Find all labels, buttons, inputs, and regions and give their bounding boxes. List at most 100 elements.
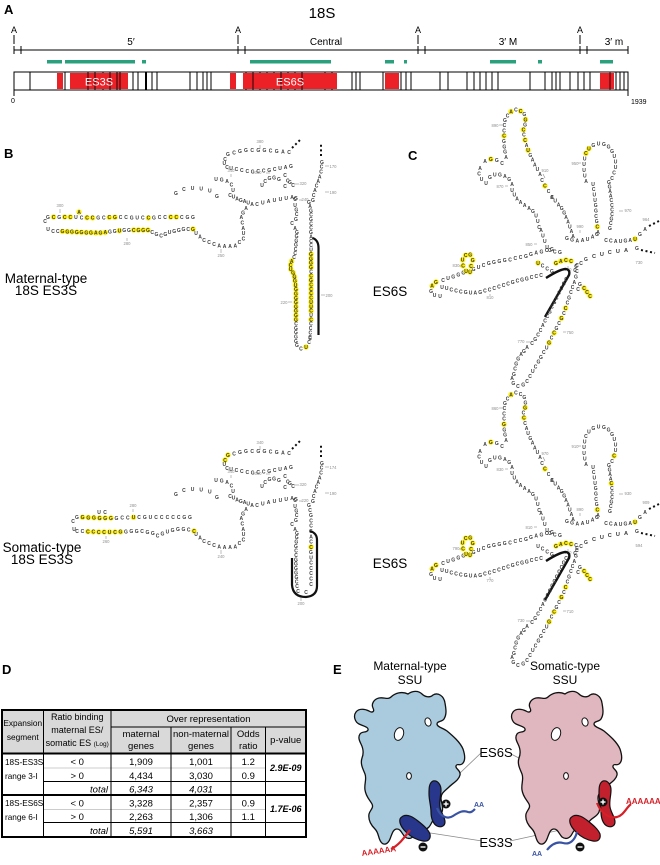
svg-text:A: A [233, 244, 237, 250]
svg-text:range 6-I: range 6-I [5, 813, 38, 822]
svg-text:A: A [316, 480, 320, 486]
svg-text:C: C [240, 522, 244, 528]
svg-text:A: A [564, 498, 568, 504]
svg-text:G: G [558, 250, 562, 256]
svg-text:G: G [511, 563, 515, 569]
svg-text:U: U [616, 532, 620, 538]
svg-text:U: U [246, 201, 250, 207]
svg-text:A: A [559, 259, 563, 265]
svg-text:3,030: 3,030 [189, 771, 213, 782]
svg-text:A: A [525, 345, 529, 351]
svg-text:C: C [262, 168, 266, 174]
svg-text:C: C [592, 470, 596, 476]
svg-text:U: U [284, 497, 288, 503]
svg-text:U: U [208, 189, 212, 195]
svg-text:G: G [307, 200, 311, 206]
svg-text:A: A [624, 531, 628, 537]
svg-text:ES6S: ES6S [276, 77, 304, 89]
svg-text:G: G [507, 177, 511, 183]
svg-text:C: C [506, 281, 510, 287]
svg-text:U: U [469, 574, 473, 580]
svg-text:G: G [578, 282, 582, 288]
svg-text:G: G [552, 300, 556, 306]
svg-text:1.1: 1.1 [242, 812, 255, 823]
svg-text:C: C [319, 471, 323, 477]
svg-text:U: U [597, 141, 601, 147]
svg-text:U: U [222, 462, 226, 468]
svg-text:G: G [608, 509, 612, 515]
svg-text:U: U [191, 487, 195, 493]
svg-text:ratio: ratio [239, 741, 257, 752]
svg-text:U: U [484, 181, 488, 187]
svg-text:G: G [567, 295, 571, 301]
svg-text:G: G [555, 605, 559, 611]
svg-text:U: U [534, 497, 538, 503]
svg-text:A: A [430, 567, 434, 573]
svg-text:C: C [103, 510, 107, 516]
svg-text:C: C [166, 515, 170, 521]
svg-text:U: U [600, 535, 604, 541]
svg-text:U: U [612, 437, 616, 443]
svg-text:A: A [243, 199, 247, 205]
svg-text:A: A [318, 475, 322, 481]
svg-text:G: G [609, 500, 613, 506]
svg-text:C: C [245, 169, 249, 175]
svg-text:830: 830 [497, 467, 505, 472]
svg-text:G: G [188, 515, 192, 521]
svg-text:U: U [545, 624, 549, 630]
svg-text:U: U [493, 172, 497, 178]
svg-text:C: C [180, 215, 184, 221]
svg-text:C: C [566, 580, 570, 586]
svg-text:A: A [559, 542, 563, 548]
svg-text:C: C [574, 264, 578, 270]
svg-text:U: U [229, 467, 233, 473]
svg-text:C: C [308, 335, 312, 341]
svg-text:C: C [255, 202, 259, 208]
svg-text:G: G [309, 550, 313, 556]
svg-text:A: A [596, 230, 600, 236]
svg-text:U: U [304, 345, 308, 351]
svg-text:G: G [136, 228, 140, 234]
svg-text:830: 830 [453, 263, 461, 268]
svg-text:C: C [582, 569, 586, 575]
svg-text:G: G [512, 372, 516, 378]
svg-text:G: G [185, 215, 189, 221]
svg-text:C: C [530, 275, 534, 281]
svg-text:G: G [57, 215, 61, 221]
svg-text:U: U [433, 293, 437, 299]
svg-text:U: U [231, 489, 235, 495]
svg-text:G: G [272, 175, 276, 181]
svg-text:C: C [492, 569, 496, 575]
svg-text:C: C [158, 215, 162, 221]
svg-text:G: G [151, 531, 155, 537]
svg-text:A: A [478, 166, 482, 172]
svg-text:G: G [294, 292, 298, 298]
svg-text:Central: Central [310, 37, 342, 48]
svg-text:G: G [267, 168, 271, 174]
svg-text:U: U [587, 146, 591, 152]
svg-text:A: A [591, 518, 595, 524]
svg-text:C: C [539, 607, 543, 613]
svg-text:C: C [207, 240, 211, 246]
svg-text:G: G [492, 260, 496, 266]
svg-text:360: 360 [255, 170, 263, 175]
svg-text:C: C [576, 570, 580, 576]
svg-text:C: C [604, 238, 608, 244]
svg-text:G: G [502, 422, 506, 428]
svg-text:C: C [610, 495, 614, 501]
svg-text:U: U [132, 515, 136, 521]
svg-text:G: G [468, 253, 472, 259]
svg-text:G: G [524, 400, 528, 406]
svg-text:G: G [294, 518, 298, 524]
svg-text:G: G [502, 139, 506, 145]
svg-text:U: U [619, 522, 623, 528]
svg-text:174: 174 [330, 465, 338, 470]
svg-text:G: G [562, 494, 566, 500]
svg-text:770: 770 [487, 578, 495, 583]
svg-text:U: U [464, 269, 468, 275]
svg-text:C: C [588, 294, 592, 300]
svg-text:G: G [294, 326, 298, 332]
svg-text:594: 594 [636, 543, 644, 548]
svg-text:C: C [500, 444, 504, 450]
svg-text:G: G [529, 535, 533, 541]
